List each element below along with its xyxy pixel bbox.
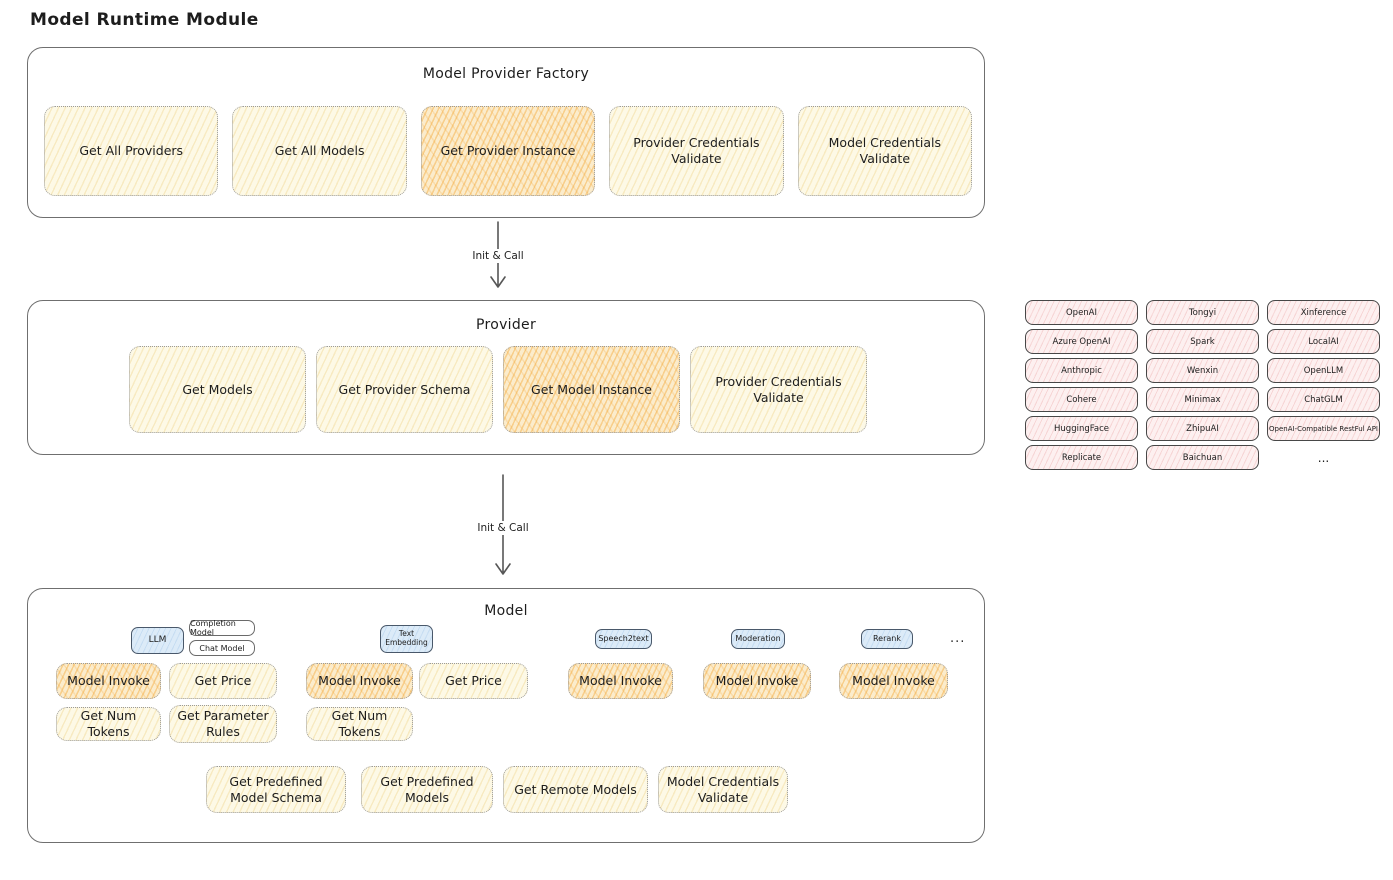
tag-chat-model: Chat Model: [189, 640, 255, 656]
node-provider-credentials-validate-2: Provider Credentials Validate: [690, 346, 867, 433]
provider-chip-tongyi: Tongyi: [1146, 300, 1259, 325]
provider-chip-wenxin: Wenxin: [1146, 358, 1259, 383]
tag-moderation: Moderation: [731, 629, 785, 649]
provider-chip-anthropic: Anthropic: [1025, 358, 1138, 383]
node-model-invoke-llm: Model Invoke: [56, 663, 161, 699]
arrow-label-init-call-2: Init & Call: [453, 521, 553, 535]
provider-name-column-1: OpenAI Azure OpenAI Anthropic Cohere Hug…: [1025, 300, 1138, 470]
provider-chip-xinference: Xinference: [1267, 300, 1380, 325]
tag-rerank: Rerank: [861, 629, 913, 649]
node-get-provider-schema: Get Provider Schema: [316, 346, 493, 433]
tag-text-embedding: Text Embedding: [380, 625, 433, 653]
tag-llm: LLM: [131, 627, 184, 654]
factory-box-title: Model Provider Factory: [422, 66, 590, 82]
model-box: Model LLM Completion Model Chat Model Te…: [27, 588, 1002, 859]
provider-name-column-3: Xinference LocalAI OpenLLM ChatGLM OpenA…: [1267, 300, 1380, 470]
node-get-parameter-rules: Get Parameter Rules: [169, 705, 277, 743]
provider-chip-zhipuai: ZhipuAI: [1146, 416, 1259, 441]
node-get-provider-instance: Get Provider Instance: [420, 106, 596, 196]
arrow-label-init-call-1: Init & Call: [448, 249, 548, 263]
tag-speech2text: Speech2text: [595, 629, 652, 649]
node-model-invoke-text-embedding: Model Invoke: [306, 663, 413, 699]
model-box-title: Model: [484, 603, 528, 619]
provider-chip-azure-openai: Azure OpenAI: [1025, 329, 1138, 354]
provider-chip-chatglm: ChatGLM: [1267, 387, 1380, 412]
node-model-invoke-moderation: Model Invoke: [703, 663, 811, 699]
factory-node-row: Get All Providers Get All Models Get Pro…: [44, 106, 973, 196]
diagram-title: Model Runtime Module: [30, 10, 259, 30]
node-get-models: Get Models: [129, 346, 306, 433]
provider-chip-minimax: Minimax: [1146, 387, 1259, 412]
provider-node-row: Get Models Get Provider Schema Get Model…: [129, 346, 867, 433]
node-get-price-text-embedding: Get Price: [419, 663, 528, 699]
node-model-invoke-speech2text: Model Invoke: [568, 663, 673, 699]
node-get-remote-models: Get Remote Models: [503, 766, 648, 813]
node-get-all-models: Get All Models: [232, 106, 407, 196]
node-get-all-providers: Get All Providers: [44, 106, 219, 196]
provider-chip-openai: OpenAI: [1025, 300, 1138, 325]
model-tags-ellipsis: ...: [950, 631, 966, 646]
node-model-invoke-rerank: Model Invoke: [839, 663, 948, 699]
provider-chip-openai-compatible: OpenAI-Compatible RestFul API: [1267, 416, 1380, 441]
provider-chip-baichuan: Baichuan: [1146, 445, 1259, 470]
node-get-model-instance: Get Model Instance: [503, 346, 680, 433]
provider-chip-localai: LocalAI: [1267, 329, 1380, 354]
node-get-predefined-model-schema: Get Predefined Model Schema: [206, 766, 346, 813]
tag-completion-model: Completion Model: [189, 619, 255, 637]
node-model-credentials-validate-2: Model Credentials Validate: [658, 766, 788, 813]
node-provider-credentials-validate: Provider Credentials Validate: [609, 106, 784, 196]
node-get-price-llm: Get Price: [169, 663, 277, 699]
provider-name-list: OpenAI Azure OpenAI Anthropic Cohere Hug…: [1025, 300, 1380, 470]
provider-chip-cohere: Cohere: [1025, 387, 1138, 412]
node-model-credentials-validate: Model Credentials Validate: [797, 106, 973, 196]
factory-box: Model Provider Factory Get All Providers…: [27, 47, 985, 218]
provider-chip-replicate: Replicate: [1025, 445, 1138, 470]
provider-chip-openllm: OpenLLM: [1267, 358, 1380, 383]
provider-chip-huggingface: HuggingFace: [1025, 416, 1138, 441]
node-get-predefined-models: Get Predefined Models: [361, 766, 493, 813]
node-get-num-tokens-text-embedding: Get Num Tokens: [306, 707, 413, 741]
provider-list-ellipsis: ...: [1317, 450, 1330, 465]
provider-name-column-2: Tongyi Spark Wenxin Minimax ZhipuAI Baic…: [1146, 300, 1259, 470]
provider-box-title: Provider: [475, 317, 537, 333]
provider-box: Provider Get Models Get Provider Schema …: [27, 300, 1002, 471]
provider-chip-spark: Spark: [1146, 329, 1259, 354]
node-get-num-tokens-llm: Get Num Tokens: [56, 707, 161, 741]
